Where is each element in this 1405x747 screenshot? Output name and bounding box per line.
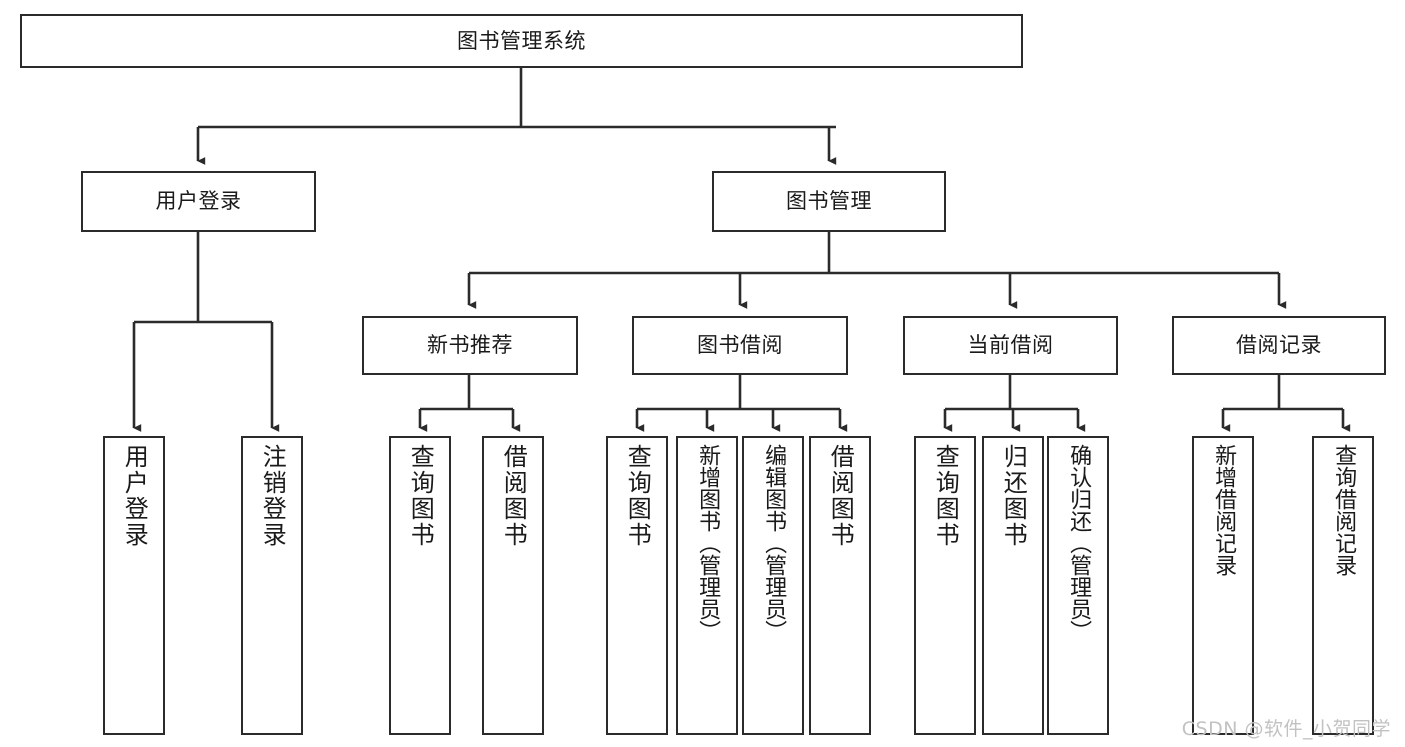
node-leaf-borrow-book-1-label: 借阅图书 (499, 444, 528, 548)
node-leaf-query-book-2[interactable]: 查询图书 (606, 436, 668, 735)
node-book-manage[interactable]: 图书管理 (712, 171, 946, 232)
node-new-book-recommend-label: 新书推荐 (427, 333, 513, 358)
node-root-label: 图书管理系统 (457, 28, 586, 53)
node-leaf-query-book-1-label: 查询图书 (406, 444, 435, 548)
node-user-login-label: 用户登录 (155, 189, 242, 214)
node-new-book-recommend[interactable]: 新书推荐 (362, 316, 578, 375)
node-leaf-return-book[interactable]: 归还图书 (982, 436, 1044, 735)
node-leaf-logout-login[interactable]: 注销登录 (241, 436, 303, 735)
node-leaf-user-login[interactable]: 用户登录 (103, 436, 165, 735)
node-leaf-borrow-book-2-label: 借阅图书 (826, 444, 855, 548)
node-leaf-query-book-3-label: 查询图书 (931, 444, 960, 548)
node-leaf-return-book-label: 归还图书 (999, 444, 1028, 548)
node-leaf-query-book-3[interactable]: 查询图书 (914, 436, 976, 735)
node-leaf-query-borrow-record-label: 查询借阅记录 (1331, 444, 1357, 576)
node-leaf-user-login-label: 用户登录 (120, 444, 149, 548)
node-leaf-logout-login-label: 注销登录 (258, 444, 287, 548)
node-leaf-query-book-1[interactable]: 查询图书 (389, 436, 451, 735)
node-leaf-add-borrow-record[interactable]: 新增借阅记录 (1192, 436, 1254, 735)
node-leaf-edit-book-admin[interactable]: 编辑图书（管理员） (742, 436, 804, 735)
node-root[interactable]: 图书管理系统 (20, 14, 1023, 68)
node-leaf-confirm-return-admin-label: 确认归还（管理员） (1066, 444, 1092, 642)
node-book-borrow-label: 图书借阅 (697, 333, 783, 358)
node-borrow-record[interactable]: 借阅记录 (1172, 316, 1386, 375)
node-leaf-query-book-2-label: 查询图书 (623, 444, 652, 548)
node-book-borrow[interactable]: 图书借阅 (632, 316, 848, 375)
watermark-text: CSDN @软件_小贺同学 (1181, 718, 1391, 740)
node-leaf-confirm-return-admin[interactable]: 确认归还（管理员） (1047, 436, 1109, 735)
node-leaf-add-book-admin-label: 新增图书（管理员） (695, 444, 721, 642)
node-book-manage-label: 图书管理 (786, 189, 872, 214)
node-leaf-add-borrow-record-label: 新增借阅记录 (1211, 444, 1237, 576)
node-leaf-edit-book-admin-label: 编辑图书（管理员） (761, 444, 787, 642)
node-current-borrow-label: 当前借阅 (967, 333, 1054, 358)
node-leaf-add-book-admin[interactable]: 新增图书（管理员） (676, 436, 738, 735)
node-leaf-query-borrow-record[interactable]: 查询借阅记录 (1312, 436, 1374, 735)
node-leaf-borrow-book-1[interactable]: 借阅图书 (482, 436, 544, 735)
node-user-login[interactable]: 用户登录 (81, 171, 316, 232)
node-current-borrow[interactable]: 当前借阅 (903, 316, 1118, 375)
node-borrow-record-label: 借阅记录 (1236, 333, 1322, 358)
node-leaf-borrow-book-2[interactable]: 借阅图书 (809, 436, 871, 735)
